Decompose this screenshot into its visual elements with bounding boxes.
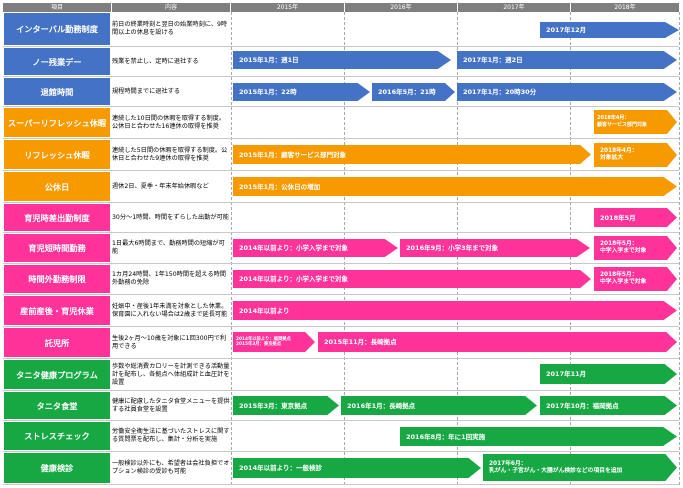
timeline-bar: 2018年4月： 対象拡大 xyxy=(594,143,677,167)
row-description: 1カ月24時間、1年150時間を超える時間外勤務の免除 xyxy=(112,271,226,286)
row-description: 労働安全衛生法に基づいたストレスに関する質問票を配布し、集計・分析を実施 xyxy=(112,428,230,443)
timeline-bar: 2015年1月：顧客サービス部門対象 xyxy=(233,145,591,164)
timeline-bar: 2016年5月：21時 xyxy=(372,83,455,101)
row-title: 託児所 xyxy=(3,327,111,358)
row-description: 連続した10日間の休暇を取得する制度。公休日と合わせた16連休の取得を推奨 xyxy=(112,114,226,130)
row-title: インターバル勤務制度 xyxy=(3,12,111,46)
row-divider xyxy=(3,170,679,171)
timeline-bar: 2017年10月：福岡拠点 xyxy=(540,396,677,415)
header-year-2018: 2018年 xyxy=(571,3,679,12)
row-title: タニタ食堂 xyxy=(3,391,111,420)
timeline-bar: 2015年1月：週1日 xyxy=(233,51,451,69)
row-title: 健康検診 xyxy=(3,452,111,484)
row-divider xyxy=(3,451,679,452)
row-divider xyxy=(3,294,679,295)
timeline-bar: 2017年6月： 乳がん・子宮がん・大腸がん検診などの項目を追加 xyxy=(483,454,677,481)
timeline-bar: 2014年以前より：福岡拠点 2015年3月：東京拠点 xyxy=(233,332,315,352)
timeline-bar: 2015年3月：東京拠点 xyxy=(233,396,339,415)
row-divider xyxy=(3,76,679,77)
row-title: 退館時間 xyxy=(3,77,111,106)
timeline-bar: 2015年1月：22時 xyxy=(233,83,370,101)
timeline-bar: 2015年1月：公休日の増加 xyxy=(233,177,677,196)
row-description: 連続した5日間の休暇を取得する制度。公休日と合わせた9連休の取得を推奨 xyxy=(112,146,228,162)
timeline-bar: 2015年11月：長崎拠点 xyxy=(318,332,677,352)
row-description: 30分～1時間、時間をずらした出勤が可能 xyxy=(112,213,229,221)
row-description: 健康に配慮したタニタ食堂メニューを提供する社員食堂を設置 xyxy=(112,397,230,413)
row-divider xyxy=(3,263,679,264)
row-divider xyxy=(3,420,679,421)
row-divider xyxy=(3,106,679,107)
row-divider xyxy=(3,390,679,391)
timeline-bar: 2016年9月：小学3年まで対象 xyxy=(400,239,590,257)
row-divider xyxy=(3,326,679,327)
timeline-bar: 2017年11月 xyxy=(540,364,677,384)
row-title: 公休日 xyxy=(3,171,111,202)
timeline-bar: 2018年5月： 中学入学まで対象 xyxy=(594,236,677,260)
timeline-bar: 2018年5月： 中学入学まで対象 xyxy=(594,267,677,291)
row-description: 前日の終業時刻と翌日の始業時刻に、9時間以上の休息を設ける xyxy=(112,21,228,36)
timeline-bar: 2014年以前より：小学入学まで対象 xyxy=(233,270,591,288)
row-title: リフレッシュ休暇 xyxy=(3,139,111,170)
timeline-bar: 2017年1月：週2日 xyxy=(457,51,677,69)
row-description: 妊娠中・産後1年未満を対象とした休業。保育園に入れない場合は2歳まで延長可能 xyxy=(112,302,228,318)
timeline-bar: 2017年12月 xyxy=(540,22,679,38)
timeline-bar: 2014年以前より：小学入学まで対象 xyxy=(233,239,398,257)
header-year-2015: 2015年 xyxy=(231,3,344,12)
row-divider xyxy=(3,138,679,139)
year-divider xyxy=(231,12,232,485)
row-divider xyxy=(3,46,679,47)
timeline-bar: 2018年4月： 顧客サービス部門対象 xyxy=(594,110,677,134)
header-year-2016: 2016年 xyxy=(345,3,457,12)
row-title: スーパーリフレッシュ休暇 xyxy=(3,107,111,138)
timeline-bar: 2016年1月：長崎拠点 xyxy=(341,396,537,415)
header-content: 内容 xyxy=(112,3,230,12)
row-title: タニタ健康プログラム xyxy=(3,359,111,390)
header-item: 項目 xyxy=(3,3,111,12)
row-title: 時間外勤務制限 xyxy=(3,264,111,294)
header-year-2017: 2017年 xyxy=(458,3,570,12)
row-description: 一般検診以外にも、希望者は会社負担でオプション検診の受診も可能 xyxy=(112,460,230,475)
timeline-bar: 2014年以前より：一般検診 xyxy=(233,458,481,478)
timeline-bar: 2016年8月：年に1回実施 xyxy=(400,427,677,446)
row-title: 育児短時間勤務 xyxy=(3,233,111,263)
timeline-bar: 2014年以前より xyxy=(233,301,677,320)
row-title: 育児時差出勤制度 xyxy=(3,203,111,232)
row-title: ノー残業デー xyxy=(3,47,111,76)
row-description: 1日最大6時間まで、勤務時間の短縮が可能 xyxy=(112,240,225,255)
row-divider xyxy=(3,232,679,233)
row-description: 生後2ヶ月～10歳を対象に1回300円で利用できる xyxy=(112,334,227,350)
year-divider xyxy=(679,12,680,485)
row-description: 週休2日、夏季・年末年始休暇など xyxy=(112,182,209,190)
row-title: ストレスチェック xyxy=(3,421,111,451)
row-divider xyxy=(3,358,679,359)
row-description: 歩数や総消費カロリーを計測できる活動量計を配布し、各拠点へ体組成計と血圧計を設置 xyxy=(112,362,230,386)
row-description: 規程時間までに退社する xyxy=(112,87,181,95)
timeline-bar: 2018年5月 xyxy=(594,208,677,227)
timeline-bar: 2017年1月：20時30分 xyxy=(457,83,677,101)
row-title: 産前産後・育児休業 xyxy=(3,295,111,326)
row-description: 残業を禁止し、定時に退社する xyxy=(112,57,199,65)
row-divider xyxy=(3,484,679,485)
row-divider xyxy=(3,202,679,203)
